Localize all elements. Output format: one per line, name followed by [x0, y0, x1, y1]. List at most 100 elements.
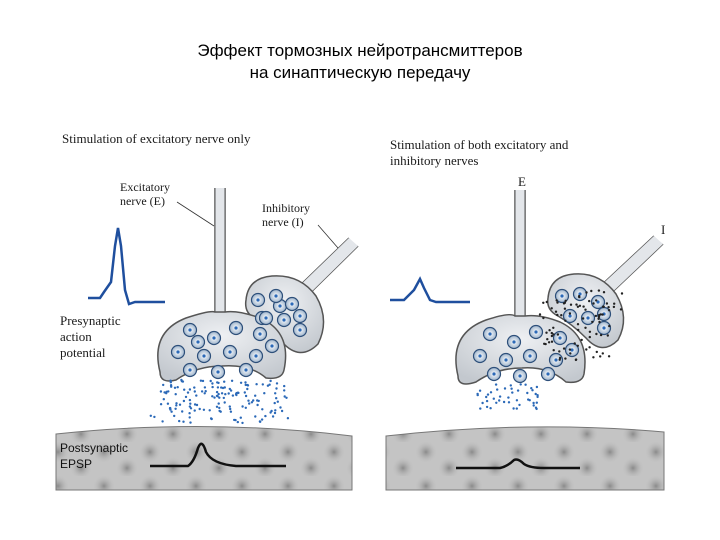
neurotransmitter-dot — [536, 396, 538, 398]
neurotransmitter-dot — [261, 418, 263, 420]
neurotransmitter-dot — [247, 384, 249, 386]
neurotransmitter-dot — [180, 379, 182, 381]
excitatory-nerve-label-2: nerve (E) — [120, 194, 165, 208]
neurotransmitter-dot — [232, 394, 234, 396]
neurotransmitter-dot — [163, 391, 165, 393]
neurotransmitter-dot — [543, 343, 545, 345]
vesicle-content — [298, 314, 301, 317]
neurotransmitter-dot — [240, 382, 242, 384]
neurotransmitter-dot — [150, 415, 152, 417]
neurotransmitter-dot — [570, 304, 572, 306]
neurotransmitter-dot — [486, 406, 488, 408]
neurotransmitter-dot — [247, 400, 249, 402]
neurotransmitter-dot — [188, 412, 190, 414]
neurotransmitter-dot — [274, 402, 276, 404]
neurotransmitter-dot — [241, 422, 243, 424]
neurotransmitter-dot — [160, 403, 162, 405]
neurotransmitter-dot — [237, 392, 239, 394]
neurotransmitter-dot — [481, 402, 483, 404]
neurotransmitter-dot — [218, 407, 220, 409]
neurotransmitter-dot — [495, 383, 497, 385]
left-panel: Stimulation of excitatory nerve only Exc… — [56, 131, 358, 490]
neurotransmitter-dot — [279, 406, 281, 408]
right-panel-heading-2: inhibitory nerves — [390, 153, 478, 168]
neurotransmitter-dot — [607, 306, 609, 308]
neurotransmitter-dot — [601, 313, 603, 315]
neurotransmitter-dot — [194, 390, 196, 392]
neurotransmitter-dot — [552, 333, 554, 335]
presynaptic-trace-right — [390, 279, 470, 302]
neurotransmitter-dot — [558, 350, 560, 352]
neurotransmitter-dot — [608, 309, 610, 311]
neurotransmitter-dot — [163, 398, 165, 400]
neurotransmitter-dot — [189, 405, 191, 407]
neurotransmitter-dot — [275, 387, 277, 389]
neurotransmitter-dot — [536, 402, 538, 404]
neurotransmitter-dot — [201, 390, 203, 392]
neurotransmitter-dot — [274, 409, 276, 411]
neurotransmitter-dot — [485, 396, 487, 398]
presynaptic-label-3: potential — [60, 345, 106, 360]
neurotransmitter-dot — [532, 402, 534, 404]
neurotransmitter-dot — [174, 408, 176, 410]
neurotransmitter-dot — [490, 391, 492, 393]
vesicle-content — [602, 326, 605, 329]
neurotransmitter-dot — [574, 342, 576, 344]
neurotransmitter-dot — [274, 392, 276, 394]
neurotransmitter-dot — [264, 415, 266, 417]
neurotransmitter-dot — [548, 329, 550, 331]
neurotransmitter-dot — [524, 384, 526, 386]
neurotransmitter-dot — [564, 302, 566, 304]
neurotransmitter-dot — [591, 321, 593, 323]
neurotransmitter-dot — [606, 302, 608, 304]
neurotransmitter-dot — [161, 420, 163, 422]
neurotransmitter-dot — [204, 386, 206, 388]
neurotransmitter-dot — [508, 401, 510, 403]
neurotransmitter-dot — [211, 382, 213, 384]
neurotransmitter-dot — [526, 392, 528, 394]
neurotransmitter-release-left — [150, 379, 289, 424]
neurotransmitter-dot — [621, 292, 623, 294]
vesicle-content — [546, 372, 549, 375]
neurotransmitter-dot — [520, 383, 522, 385]
neurotransmitter-dot — [267, 385, 269, 387]
neurotransmitter-dot — [530, 387, 532, 389]
vesicle-content — [282, 318, 285, 321]
neurotransmitter-dot — [175, 402, 177, 404]
neurotransmitter-dot — [582, 317, 584, 319]
neurotransmitter-dot — [546, 338, 548, 340]
neurotransmitter-dot — [499, 395, 501, 397]
neurotransmitter-dot — [598, 316, 600, 318]
neurotransmitter-dot — [548, 341, 550, 343]
neurotransmitter-dot — [189, 403, 191, 405]
neurotransmitter-dot — [220, 411, 222, 413]
neurotransmitter-dot — [602, 352, 604, 354]
neurotransmitter-dot — [595, 333, 597, 335]
neurotransmitter-dot — [241, 405, 243, 407]
neurotransmitter-dot — [262, 383, 264, 385]
neurotransmitter-dot — [170, 386, 172, 388]
neurotransmitter-dot — [187, 391, 189, 393]
neurotransmitter-dot — [209, 409, 211, 411]
presynaptic-label-2: action — [60, 329, 92, 344]
neurotransmitter-dot — [160, 390, 162, 392]
neurotransmitter-dot — [283, 385, 285, 387]
neurotransmitter-dot — [281, 410, 283, 412]
neurotransmitter-dot — [217, 386, 219, 388]
vesicle-content — [258, 332, 261, 335]
neurotransmitter-dot — [569, 312, 571, 314]
neurotransmitter-dot — [224, 393, 226, 395]
neurotransmitter-dot — [551, 307, 553, 309]
neurotransmitter-dot — [204, 392, 206, 394]
postsynaptic-cell-left — [56, 426, 352, 490]
neurotransmitter-dot — [213, 396, 215, 398]
right-panel: Stimulation of both excitatory and inhib… — [386, 137, 665, 490]
neurotransmitter-dot — [167, 403, 169, 405]
neurotransmitter-dot — [254, 415, 256, 417]
neurotransmitter-dot — [607, 334, 609, 336]
neurotransmitter-dot — [223, 397, 225, 399]
vesicle-content — [504, 358, 507, 361]
neurotransmitter-dot — [564, 308, 566, 310]
vesicle-content — [278, 304, 281, 307]
excitatory-leader-line — [177, 202, 214, 226]
